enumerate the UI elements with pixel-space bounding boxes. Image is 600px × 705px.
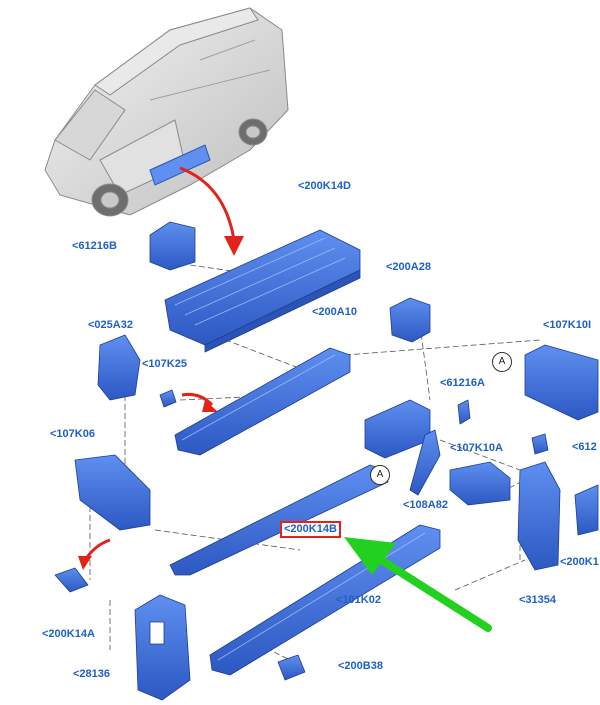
part-200A10-crossmember — [174, 347, 351, 456]
callout-200A28[interactable]: <200A28 — [386, 261, 431, 273]
callout-31354[interactable]: <31354 — [519, 594, 557, 606]
part-200A28 — [389, 297, 431, 343]
reference-marker-a: A — [370, 465, 390, 485]
callout-28136[interactable]: <28136 — [73, 668, 111, 680]
red-arrow-van-to-floor — [179, 166, 244, 256]
part-200K14B-sill — [169, 464, 389, 576]
part-107K25 — [159, 389, 177, 408]
callout-200K14B-highlighted[interactable]: <200K14B — [280, 521, 341, 538]
part-200B38 — [277, 654, 306, 681]
part-31354-pillar — [517, 461, 561, 571]
part-025A32 — [97, 334, 141, 401]
callout-107K10A[interactable]: <107K10A — [450, 442, 503, 454]
van-illustration — [44, 7, 289, 217]
callout-200A10[interactable]: <200A10 — [312, 306, 357, 318]
part-107K10-panel — [524, 344, 599, 421]
green-pointer-arrow — [344, 537, 492, 632]
red-arrow-200K14A — [78, 538, 111, 570]
callout-200K14D[interactable]: <200K14D — [298, 180, 351, 192]
part-107K06 — [74, 454, 151, 531]
callout-107K06[interactable]: <107K06 — [50, 428, 95, 440]
part-28136-pillar — [134, 594, 191, 701]
callout-200K1[interactable]: <200K1 — [560, 556, 599, 568]
callout-61216B[interactable]: <61216B — [72, 240, 117, 252]
callout-200K14A[interactable]: <200K14A — [42, 628, 95, 640]
callout-200B38[interactable]: <200B38 — [338, 660, 383, 672]
part-108A82 — [409, 429, 441, 496]
callout-61216A[interactable]: <61216A — [440, 377, 485, 389]
part-612-bracket — [531, 433, 549, 455]
part-200K14A — [54, 567, 89, 593]
callout-107K10[interactable]: <107K10I — [543, 319, 592, 331]
part-200K14D-floor-panel — [164, 229, 361, 353]
reference-marker-a: A — [492, 352, 512, 372]
callout-108A82[interactable]: <108A82 — [403, 499, 448, 511]
callout-107K25[interactable]: <107K25 — [142, 358, 187, 370]
part-mid-rail — [364, 399, 431, 459]
callout-101K02[interactable]: <101K02 — [336, 594, 381, 606]
callout-612[interactable]: <612 — [572, 441, 597, 453]
part-61216A — [457, 399, 471, 425]
part-61216B-bracket — [149, 221, 196, 271]
part-107K10A — [449, 461, 511, 506]
callout-025A32[interactable]: <025A32 — [88, 319, 133, 331]
part-200K1-right — [574, 484, 599, 536]
red-arrow-107K25 — [181, 393, 218, 412]
